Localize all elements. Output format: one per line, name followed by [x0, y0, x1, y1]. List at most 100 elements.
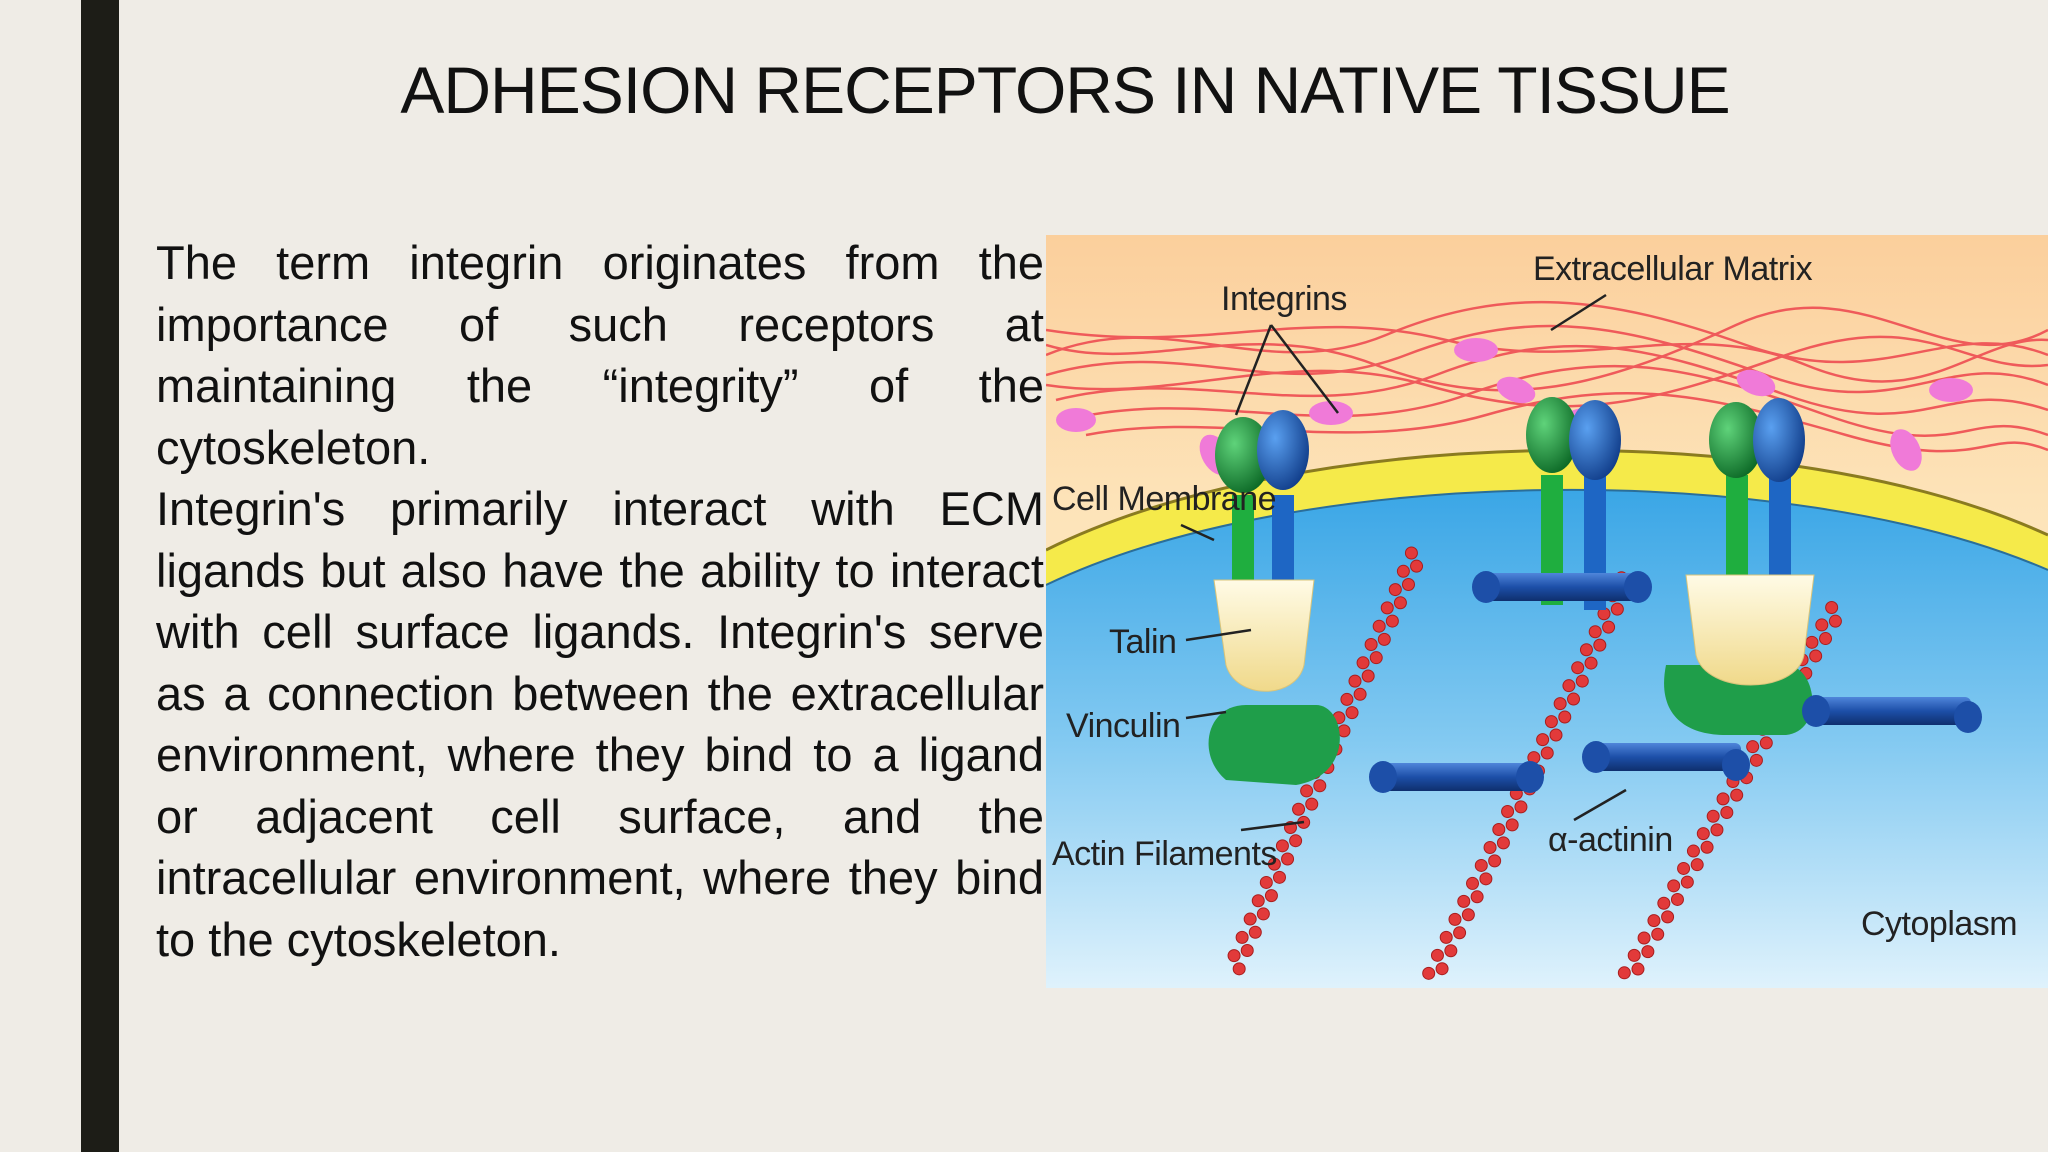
actin-bead — [1430, 948, 1444, 962]
actin-bead — [1377, 632, 1391, 646]
actin-bead — [1716, 792, 1730, 806]
actin-bead — [1696, 827, 1710, 841]
actin-bead — [1289, 834, 1303, 848]
actin-bead — [1588, 625, 1602, 639]
slide-body-text: The term integrin originates from the im… — [156, 232, 1044, 970]
integrin-complex-2 — [1526, 397, 1621, 610]
actin-bead — [1235, 930, 1249, 944]
actin-bead — [1275, 839, 1289, 853]
actin-bead — [1232, 962, 1246, 976]
actin-bead — [1562, 679, 1576, 693]
actin-bead — [1505, 818, 1519, 832]
actin-bead — [1749, 753, 1763, 767]
diagram-svg: Integrins Extracellular Matrix Cell Memb… — [1046, 235, 2048, 988]
actin-bead — [1300, 784, 1314, 798]
actin-bead — [1828, 614, 1842, 628]
actin-bead — [1337, 724, 1351, 738]
actin-bead — [1453, 926, 1467, 940]
actin-bead — [1805, 635, 1819, 649]
paragraph-integrin-origin: The term integrin originates from the im… — [156, 236, 1044, 474]
actin-bead — [1488, 854, 1502, 868]
actin-bead — [1651, 927, 1665, 941]
actin-bead — [1825, 601, 1839, 615]
label-vinculin: Vinculin — [1066, 707, 1180, 745]
actin-bead — [1470, 890, 1484, 904]
actin-bead — [1641, 945, 1655, 959]
paragraph-integrin-interaction: Integrin's primarily interact with ECM l… — [156, 482, 1044, 966]
label-cell-membrane: Cell Membrane — [1052, 480, 1276, 518]
leader-lines — [1180, 293, 1627, 832]
actin-bead — [1661, 910, 1675, 924]
actin-bead — [1483, 840, 1497, 854]
actin-bead — [1627, 948, 1641, 962]
actin-bead — [1404, 546, 1418, 560]
actin-bead — [1540, 746, 1554, 760]
actin-bead — [1815, 618, 1829, 632]
actin-bead — [1690, 858, 1704, 872]
actin-bead — [1610, 602, 1624, 616]
actin-bead — [1617, 966, 1631, 980]
actin-bead — [1461, 908, 1475, 922]
actin-bead — [1305, 797, 1319, 811]
actin-bead — [1380, 601, 1394, 615]
actin-bead — [1243, 912, 1257, 926]
label-integrins: Integrins — [1221, 280, 1347, 318]
actin-bead — [1259, 875, 1273, 889]
actin-bead — [1631, 962, 1645, 976]
actin-bead — [1353, 687, 1367, 701]
actin-bead — [1256, 907, 1270, 921]
actin-bead — [1401, 577, 1415, 591]
integrin-complex-1 — [1208, 410, 1340, 785]
actin-bead — [1435, 962, 1449, 976]
actin-bead — [1700, 840, 1714, 854]
actin-bead — [1457, 894, 1471, 908]
actin-bead — [1567, 692, 1581, 706]
slide-title: ADHESION RECEPTORS IN NATIVE TISSUE — [400, 53, 1730, 127]
actin-bead — [1385, 614, 1399, 628]
actin-bead — [1369, 651, 1383, 665]
integrin-adhesion-diagram: Integrins Extracellular Matrix Cell Memb… — [1046, 235, 2048, 988]
actin-bead — [1686, 844, 1700, 858]
actin-bead — [1479, 872, 1493, 886]
actin-bead — [1393, 596, 1407, 610]
actin-bead — [1571, 661, 1585, 675]
actin-bead — [1422, 966, 1436, 980]
actin-bead — [1474, 858, 1488, 872]
actin-bead — [1448, 912, 1462, 926]
actin-bead — [1759, 736, 1773, 750]
actin-bead — [1819, 632, 1833, 646]
actin-bead — [1345, 706, 1359, 720]
actin-bead — [1706, 809, 1720, 823]
actin-bead — [1348, 674, 1362, 688]
alpha-actinin-rods — [1369, 571, 1982, 793]
actin-bead — [1710, 823, 1724, 837]
actin-bead — [1281, 852, 1295, 866]
actin-bead — [1584, 656, 1598, 670]
actin-bead — [1746, 740, 1760, 754]
actin-bead — [1657, 896, 1671, 910]
actin-bead — [1227, 949, 1241, 963]
actin-bead — [1267, 857, 1281, 871]
actin-bead — [1272, 870, 1286, 884]
actin-bead — [1720, 805, 1734, 819]
actin-bead — [1677, 861, 1691, 875]
actin-bead — [1536, 733, 1550, 747]
actin-bead — [1730, 788, 1744, 802]
actin-bead — [1439, 930, 1453, 944]
actin-bead — [1667, 879, 1681, 893]
actin-bead — [1492, 822, 1506, 836]
actin-bead — [1388, 583, 1402, 597]
actin-bead — [1602, 620, 1616, 634]
actin-bead — [1396, 564, 1410, 578]
label-extracellular-matrix: Extracellular Matrix — [1533, 250, 1813, 288]
actin-bead — [1248, 925, 1262, 939]
actin-bead — [1501, 805, 1515, 819]
actin-bead — [1313, 779, 1327, 793]
actin-bead — [1579, 643, 1593, 657]
label-actin-filaments: Actin Filaments — [1052, 835, 1277, 873]
actin-bead — [1809, 649, 1823, 663]
actin-bead — [1637, 931, 1651, 945]
actin-bead — [1647, 914, 1661, 928]
actin-bead — [1558, 710, 1572, 724]
actin-bead — [1356, 656, 1370, 670]
